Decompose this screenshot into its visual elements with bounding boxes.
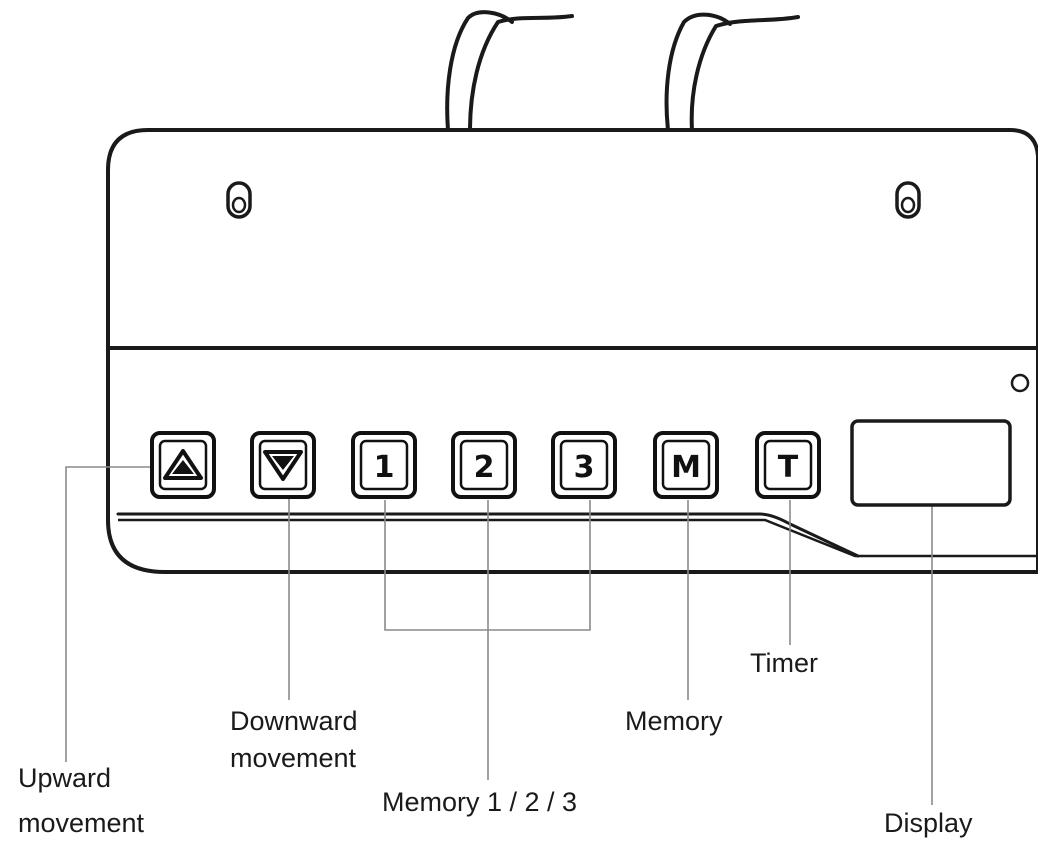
memory-2-button[interactable]: 2: [451, 431, 517, 499]
leader-lines: [65, 466, 933, 805]
memory-3-button[interactable]: 3: [551, 431, 617, 499]
triangle-down-icon: [263, 450, 303, 481]
up-button[interactable]: [150, 431, 216, 499]
memory-2-button-label: 2: [474, 450, 495, 485]
display-screen: [850, 419, 1012, 507]
memory-button-label: M: [671, 450, 701, 485]
label-downward-line2: movement: [230, 743, 357, 773]
label-memory: Memory: [625, 706, 723, 736]
mounting-hole-right: [895, 181, 921, 219]
timer-button-label: T: [778, 450, 799, 485]
mounting-hole-left: [226, 181, 252, 219]
label-downward-line1: Downward: [230, 706, 358, 736]
memory-button[interactable]: M: [653, 431, 719, 499]
indicator-led: [1010, 373, 1030, 393]
label-upward-line1: Upward: [18, 763, 111, 793]
label-timer: Timer: [750, 648, 818, 678]
triangle-up-icon: [163, 449, 203, 480]
bottom-strip-edge: [118, 518, 1038, 558]
memory-1-button[interactable]: 1: [351, 431, 417, 499]
down-button[interactable]: [250, 431, 316, 499]
memory-1-button-label: 1: [374, 450, 395, 485]
timer-button[interactable]: T: [755, 431, 821, 499]
cables: [445, 10, 800, 132]
label-display: Display: [884, 808, 973, 838]
label-upward-line2: movement: [18, 808, 145, 838]
leader-upward: [65, 466, 152, 762]
memory-3-button-label: 3: [574, 450, 595, 485]
label-memory123: Memory 1 / 2 / 3: [382, 787, 577, 817]
